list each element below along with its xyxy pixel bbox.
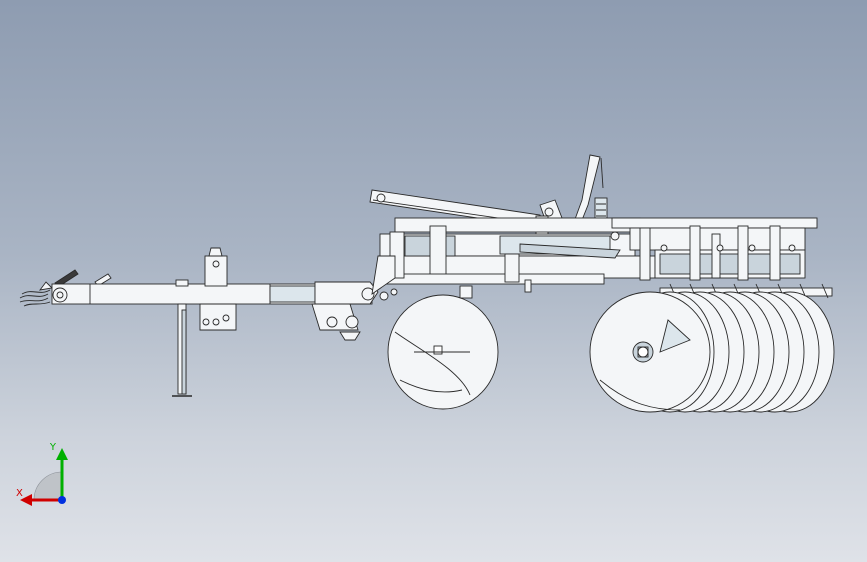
x-axis-label: X xyxy=(16,488,23,499)
rear-disc-gang[interactable] xyxy=(589,291,835,413)
x-arrow xyxy=(20,494,32,506)
rear-frame xyxy=(611,217,818,281)
y-arrow xyxy=(56,448,68,460)
triad-plane xyxy=(33,471,63,501)
front-hoses xyxy=(19,269,112,307)
front-bracket xyxy=(199,247,237,331)
front-disc[interactable] xyxy=(387,294,499,410)
adjust-handle[interactable] xyxy=(573,154,608,229)
hitch-hinge[interactable] xyxy=(311,281,398,341)
z-axis-dot xyxy=(58,496,66,504)
y-axis-label: Y xyxy=(49,442,57,453)
main-frame xyxy=(371,217,656,299)
jack-stand[interactable] xyxy=(172,279,192,397)
coordinate-triad: Y X xyxy=(16,442,68,506)
